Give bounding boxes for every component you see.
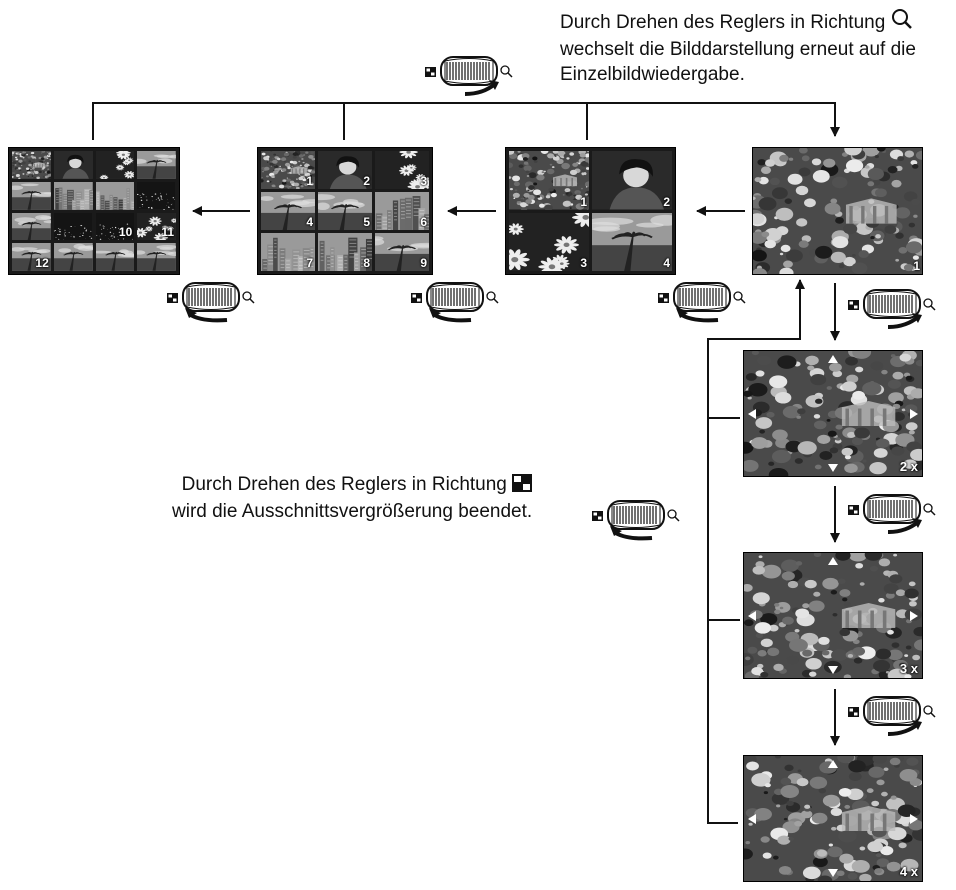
single-image-view: 1 bbox=[752, 147, 923, 275]
thumbnail: 10 bbox=[95, 212, 135, 241]
thumbnail-number: 12 bbox=[35, 256, 49, 270]
thumbnail bbox=[53, 151, 93, 179]
magnifier-icon bbox=[891, 8, 913, 37]
thumbnail: 2 bbox=[592, 151, 672, 210]
thumbnail bbox=[53, 181, 93, 210]
thumbnail-number: 7 bbox=[306, 256, 313, 270]
thumbnail bbox=[12, 181, 51, 210]
zoom-level-label: 3 x bbox=[899, 661, 918, 676]
pan-left-arrow bbox=[748, 813, 756, 824]
thumbnail-number: 9 bbox=[420, 256, 427, 270]
index-view-4: 1 2 3 4 bbox=[505, 147, 676, 275]
top-note-line-2: wechselt die Bilddarstellung erneut auf … bbox=[560, 39, 916, 60]
thumbnail: 8 bbox=[318, 233, 372, 271]
bottom-note-line-1: Durch Drehen des Reglers in Richtung bbox=[172, 472, 533, 499]
bottom-note: Durch Drehen des Reglers in Richtung wir… bbox=[172, 472, 533, 524]
zoom-dial-icon bbox=[411, 280, 503, 329]
zoom-dial-icon bbox=[848, 694, 940, 743]
pan-down-arrow bbox=[828, 869, 838, 877]
thumbnail: 12 bbox=[12, 243, 51, 271]
thumbnail bbox=[95, 151, 135, 179]
pan-right-arrow bbox=[910, 610, 918, 621]
thumbnail: 1 bbox=[261, 151, 315, 189]
thumbnail bbox=[12, 151, 51, 179]
thumbnail-number: 4 bbox=[306, 215, 313, 229]
thumbnail-number: 8 bbox=[363, 256, 370, 270]
thumbnail: 4 bbox=[592, 212, 672, 271]
top-note-line-1: Durch Drehen des Reglers in Richtung bbox=[560, 8, 916, 37]
pan-right-arrow bbox=[910, 813, 918, 824]
index-view-16: 10 11 12 bbox=[8, 147, 180, 275]
zoom-dial-icon bbox=[167, 280, 259, 329]
thumbnail: 11 bbox=[137, 212, 176, 241]
thumbnail-number: 1 bbox=[580, 194, 587, 209]
thumbnail-number: 6 bbox=[420, 215, 427, 229]
zoom-view-2x: 2 x bbox=[743, 350, 923, 477]
zoom-dial-icon bbox=[425, 54, 517, 103]
zoom-dial-icon bbox=[592, 498, 684, 547]
thumbnail bbox=[95, 243, 135, 271]
thumbnail bbox=[53, 212, 93, 241]
top-note-line-3: Einzelbildwiedergabe. bbox=[560, 64, 745, 85]
thumbnail: 5 bbox=[318, 192, 372, 230]
thumbnail-number: 3 bbox=[420, 174, 427, 188]
image-number: 1 bbox=[913, 259, 920, 273]
thumbnail bbox=[53, 243, 93, 271]
thumbnail: 3 bbox=[375, 151, 429, 189]
thumbnail bbox=[137, 181, 176, 210]
thumbnail bbox=[12, 212, 51, 241]
thumbnail-number: 4 bbox=[663, 256, 670, 270]
thumbnail: 7 bbox=[261, 233, 315, 271]
zoom-level-label: 4 x bbox=[899, 864, 918, 879]
bottom-note-line-2: wird die Ausschnittsvergrößerung beendet… bbox=[172, 501, 533, 522]
thumbnail-number: 11 bbox=[161, 225, 174, 240]
zoom-dial-icon bbox=[848, 492, 940, 541]
index-view-9: 1 2 3 4 5 6 7 8 9 bbox=[257, 147, 433, 275]
pan-down-arrow bbox=[828, 464, 838, 472]
thumbnail bbox=[95, 181, 135, 210]
thumbnail: 6 bbox=[375, 192, 429, 230]
thumbnail: 3 bbox=[509, 212, 589, 271]
pan-down-arrow bbox=[828, 666, 838, 674]
zoom-exit-line bbox=[707, 279, 805, 824]
thumbnail bbox=[137, 151, 176, 179]
thumbnail-number: 1 bbox=[306, 174, 313, 188]
pan-up-arrow bbox=[828, 557, 838, 565]
return-to-single-line bbox=[92, 102, 840, 140]
thumbnail: 9 bbox=[375, 233, 429, 271]
pan-up-arrow bbox=[828, 355, 838, 363]
top-note: Durch Drehen des Reglers in Richtung wec… bbox=[560, 8, 916, 87]
thumbnail bbox=[137, 243, 176, 271]
index-grid-icon bbox=[512, 474, 533, 499]
pan-left-arrow bbox=[748, 408, 756, 419]
thumbnail-number: 10 bbox=[118, 225, 133, 240]
zoom-view-3x: 3 x bbox=[743, 552, 923, 679]
thumbnail: 4 bbox=[261, 192, 315, 230]
thumbnail: 1 bbox=[509, 151, 589, 210]
zoom-view-4x: 4 x bbox=[743, 755, 923, 882]
thumbnail-number: 5 bbox=[363, 215, 370, 229]
pan-right-arrow bbox=[910, 408, 918, 419]
pan-up-arrow bbox=[828, 760, 838, 768]
thumbnail-number: 2 bbox=[663, 194, 670, 209]
zoom-dial-icon bbox=[658, 280, 750, 329]
thumbnail-number: 3 bbox=[580, 256, 587, 270]
zoom-level-label: 2 x bbox=[899, 459, 918, 474]
thumbnail-number: 2 bbox=[363, 174, 370, 188]
zoom-dial-icon bbox=[848, 287, 940, 336]
pan-left-arrow bbox=[748, 610, 756, 621]
thumbnail: 2 bbox=[318, 151, 372, 189]
